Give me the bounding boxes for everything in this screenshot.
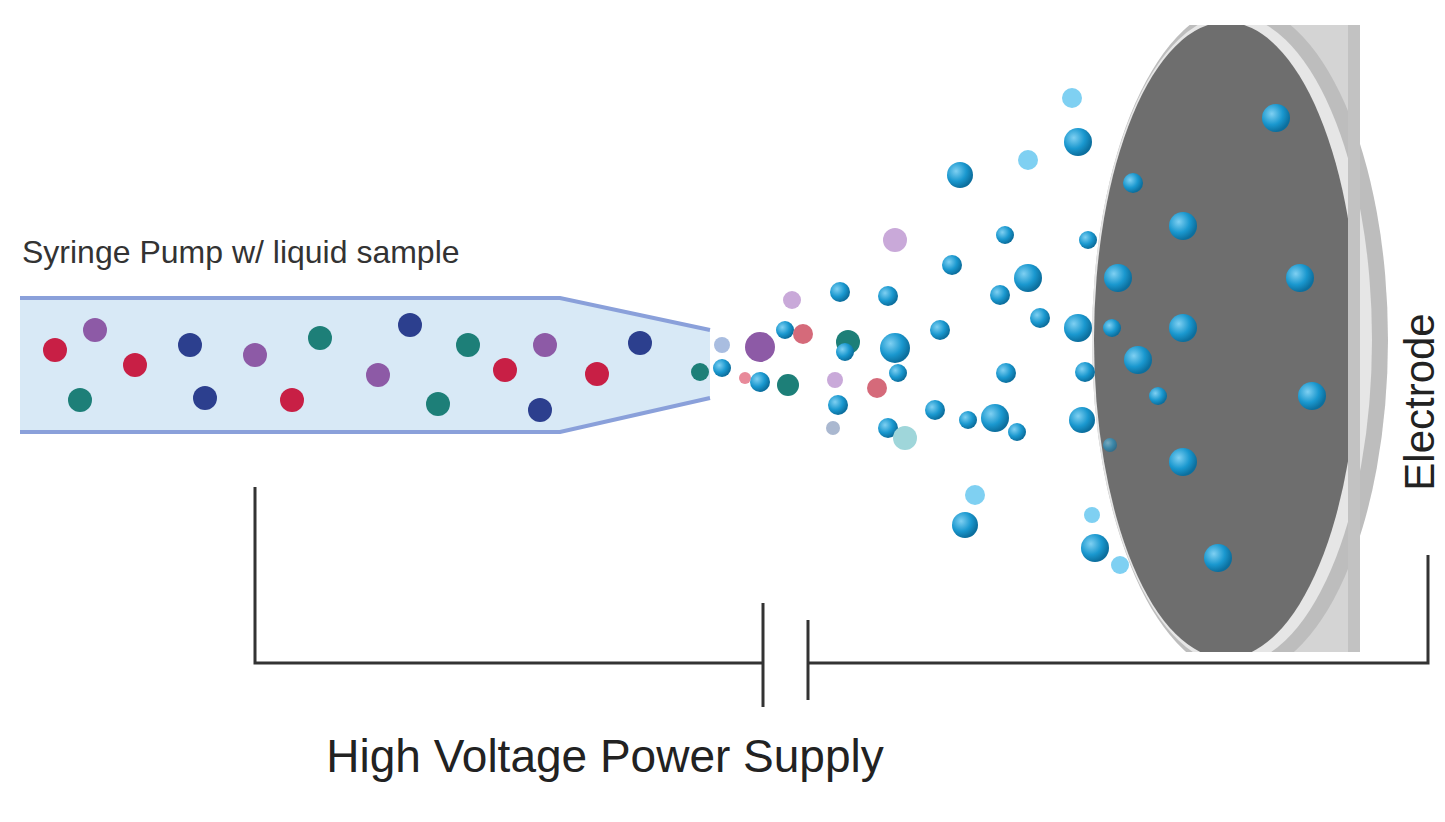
particle [456,333,480,357]
droplet [878,286,898,306]
droplet [827,372,843,388]
droplet [1169,212,1197,240]
particle [68,388,92,412]
droplet [1018,150,1038,170]
droplet [893,426,917,450]
particle [366,363,390,387]
particle [243,343,267,367]
droplet [739,372,751,384]
droplet [942,255,962,275]
droplet [1014,264,1042,292]
droplet [952,512,978,538]
battery-plate [762,603,765,707]
droplet [959,411,977,429]
droplet [1079,231,1097,249]
droplet [1064,314,1092,342]
particle [43,338,67,362]
particle [528,398,552,422]
particle [308,326,332,350]
droplet [1169,448,1197,476]
droplet [830,282,850,302]
droplet [1298,382,1326,410]
circuit-wires [255,487,1428,707]
particle [533,333,557,357]
droplet [883,228,907,252]
droplet [750,372,770,392]
droplet [691,363,709,381]
droplet [1123,173,1143,193]
droplet [996,363,1016,383]
droplet [880,333,910,363]
particle [178,333,202,357]
droplet [925,400,945,420]
sample-particles [43,313,652,422]
droplet [947,162,973,188]
spray-droplets [691,88,1326,574]
droplet [1062,88,1082,108]
droplet [990,285,1010,305]
droplet [1169,314,1197,342]
droplet [836,343,854,361]
droplet [889,364,907,382]
electrode-label: Electrode [1399,313,1441,490]
particle [83,318,107,342]
droplet [1075,362,1095,382]
droplet [777,374,799,396]
droplet [1030,308,1050,328]
droplet [776,321,794,339]
droplet [1084,507,1100,523]
droplet [714,337,730,353]
particle [426,392,450,416]
droplet [1204,544,1232,572]
droplet [793,324,813,344]
particle [193,386,217,410]
droplet [1124,346,1152,374]
droplet [1069,407,1095,433]
particle [585,362,609,386]
droplet [1111,556,1129,574]
droplet [1103,319,1121,337]
power-supply-label: High Voltage Power Supply [326,733,883,779]
electrode-plate [1092,25,1388,652]
droplet [1008,423,1026,441]
droplet [930,320,950,340]
droplet [996,226,1014,244]
particle [398,313,422,337]
particle [493,358,517,382]
syringe [20,298,710,432]
droplet [1286,264,1314,292]
battery-plate [807,620,810,700]
droplet [1103,438,1117,452]
particle [628,331,652,355]
droplet [1262,104,1290,132]
droplet [1081,534,1109,562]
droplet [981,404,1009,432]
droplet [745,332,775,362]
droplet [965,485,985,505]
particle [123,353,147,377]
particle [280,388,304,412]
droplet [1064,128,1092,156]
droplet [783,291,801,309]
droplet [1104,264,1132,292]
droplet [713,359,731,377]
syringe-label: Syringe Pump w/ liquid sample [22,236,460,268]
droplet [828,395,848,415]
droplet [1149,387,1167,405]
droplet [867,378,887,398]
droplet [826,421,840,435]
